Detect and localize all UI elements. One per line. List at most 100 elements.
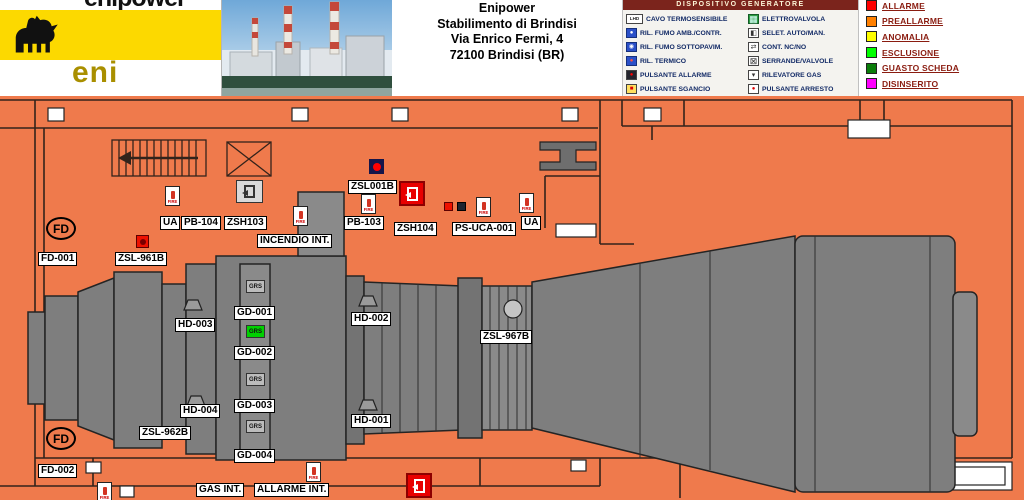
status-row: GUASTO SCHEDA [859, 60, 1024, 76]
status-legend: ALLARME PREALLARME ANOMALIA ESCLUSIONE GUAST… [858, 0, 1024, 96]
fire-extinguisher-icon: FIRE [519, 193, 534, 213]
beam-symbol [539, 141, 597, 171]
legend-item-label: SERRANDE/VALVOLE [762, 57, 834, 65]
status-label: DISINSERITO [882, 78, 939, 89]
legend-item: ●RIL. TERMICO [623, 54, 745, 68]
device-tag-fd-001[interactable]: FD-001 [38, 252, 78, 266]
status-label: ESCLUSIONE [882, 47, 940, 58]
fd-marker[interactable]: FD [46, 217, 76, 240]
contact-icon: ⇄ [748, 42, 759, 52]
legend-item-label: SELET. AUTO/MAN. [762, 29, 826, 37]
status-row: DISINSERITO [859, 76, 1024, 92]
device-tag-pb-103[interactable]: PB-103 [344, 216, 384, 230]
device-tag-pb-104[interactable]: PB-104 [181, 216, 221, 230]
device-tag-gd-001[interactable]: GD-001 [234, 306, 276, 320]
legend-item: ◉RIL. FUMO SOTTOPAVIM. [623, 40, 745, 54]
status-color-swatch [866, 47, 877, 59]
grs-gas-sensor[interactable]: GRS [246, 325, 265, 338]
extinguisher-glyph [170, 191, 175, 199]
legend-item-label: RILEVATORE GAS [762, 71, 822, 79]
stairs-arrowhead [118, 151, 131, 165]
exit-door-icon[interactable] [236, 180, 263, 203]
device-tag-hd-004[interactable]: HD-004 [180, 404, 221, 418]
legend-item: ⊠SERRANDE/VALVOLE [745, 54, 857, 68]
selector-icon: ◧ [748, 28, 759, 38]
plant-photo [222, 0, 392, 96]
status-label: PREALLARME [882, 16, 944, 27]
legend-item-label: RIL. FUMO SOTTOPAVIM. [640, 43, 723, 51]
legend-item: ●PULSANTE ARRESTO [745, 82, 857, 96]
fire-label: FIRE [363, 207, 374, 212]
status-row: ALLARME [859, 0, 1024, 14]
fire-label: FIRE [521, 206, 532, 211]
diagram-drawing [0, 99, 1013, 498]
eni-yellow-band [0, 10, 221, 60]
device-tag-gd-002[interactable]: GD-002 [234, 346, 276, 360]
device-tag-zsl001b[interactable]: ZSL001B [348, 180, 397, 194]
device-tag-incendio-int-[interactable]: INCENDIO INT. [257, 234, 333, 248]
dot-indicator[interactable] [444, 202, 453, 211]
plant-name: Enipower [478, 1, 536, 15]
device-tag-gas-int-[interactable]: GAS INT. [196, 483, 245, 497]
device-tag-ua[interactable]: UA [160, 216, 181, 230]
device-tag-hd-001[interactable]: HD-001 [351, 414, 392, 428]
dark-indicator[interactable] [457, 202, 466, 211]
device-tag-zsl-962b[interactable]: ZSL-962B [139, 426, 192, 440]
device-tag-hd-002[interactable]: HD-002 [351, 312, 392, 326]
smoke-icon: ● [626, 28, 637, 38]
extinguisher-glyph [366, 199, 371, 207]
device-tag-zsl-961b[interactable]: ZSL-961B [115, 252, 168, 266]
status-label: GUASTO SCHEDA [882, 63, 960, 74]
exit-door-alarm-icon[interactable] [399, 181, 425, 206]
smoke-indicator[interactable] [369, 159, 384, 174]
extinguisher-glyph [481, 202, 486, 210]
status-color-swatch [866, 78, 877, 90]
status-row: ANOMALIA [859, 29, 1024, 45]
device-tag-gd-003[interactable]: GD-003 [234, 399, 276, 413]
eni-logo-text: eni [72, 56, 119, 89]
legend-item-label: PULSANTE ARRESTO [762, 85, 834, 93]
grs-gas-sensor[interactable]: GRS [246, 280, 265, 293]
device-tag-hd-003[interactable]: HD-003 [175, 318, 216, 332]
status-color-swatch [866, 62, 877, 74]
fire-extinguisher-icon: FIRE [293, 206, 308, 226]
extinguisher-glyph [102, 487, 107, 495]
device-tag-ua[interactable]: UA [521, 216, 542, 230]
legend-item: ◧SELET. AUTO/MAN. [745, 26, 857, 40]
fire-label: FIRE [478, 210, 489, 215]
sgancio-icon: ■ [626, 84, 637, 94]
grs-gas-sensor[interactable]: GRS [246, 420, 265, 433]
device-tag-zsl-967b[interactable]: ZSL-967B [480, 330, 533, 344]
legend-item: ▦ELETTROVALVOLA [745, 12, 857, 26]
device-tag-allarme-int-[interactable]: ALLARME INT. [254, 483, 330, 497]
solenoid-icon: ▦ [748, 13, 759, 24]
fire-label: FIRE [308, 475, 319, 480]
device-tag-zsh103[interactable]: ZSH103 [224, 216, 267, 230]
grs-gas-sensor[interactable]: GRS [246, 373, 265, 386]
fire-extinguisher-icon: FIRE [476, 197, 491, 217]
device-tag-zsh104[interactable]: ZSH104 [394, 222, 437, 236]
plant-address: Via Enrico Fermi, 4 [450, 32, 564, 46]
alarm-indicator[interactable] [136, 235, 149, 248]
extinguisher-glyph [311, 467, 316, 475]
device-tag-gd-004[interactable]: GD-004 [234, 449, 276, 463]
fd-marker[interactable]: FD [46, 427, 76, 450]
stop-icon: ● [748, 84, 759, 94]
status-color-swatch [866, 0, 877, 12]
exit-door-alarm-icon[interactable] [406, 473, 432, 498]
status-label: ALLARME [882, 0, 925, 11]
legend-item-label: CAVO TERMOSENSIBILE [646, 15, 728, 23]
plant-info: Enipower Stabilimento di Brindisi Via En… [392, 0, 622, 96]
lhd-icon: LHD [626, 14, 643, 24]
device-tag-ps-uca-001[interactable]: PS-UCA-001 [452, 222, 517, 236]
eni-dog-icon [15, 15, 58, 53]
device-tag-fd-002[interactable]: FD-002 [38, 464, 78, 478]
status-label: ANOMALIA [882, 31, 930, 42]
equipment-box [226, 141, 272, 177]
